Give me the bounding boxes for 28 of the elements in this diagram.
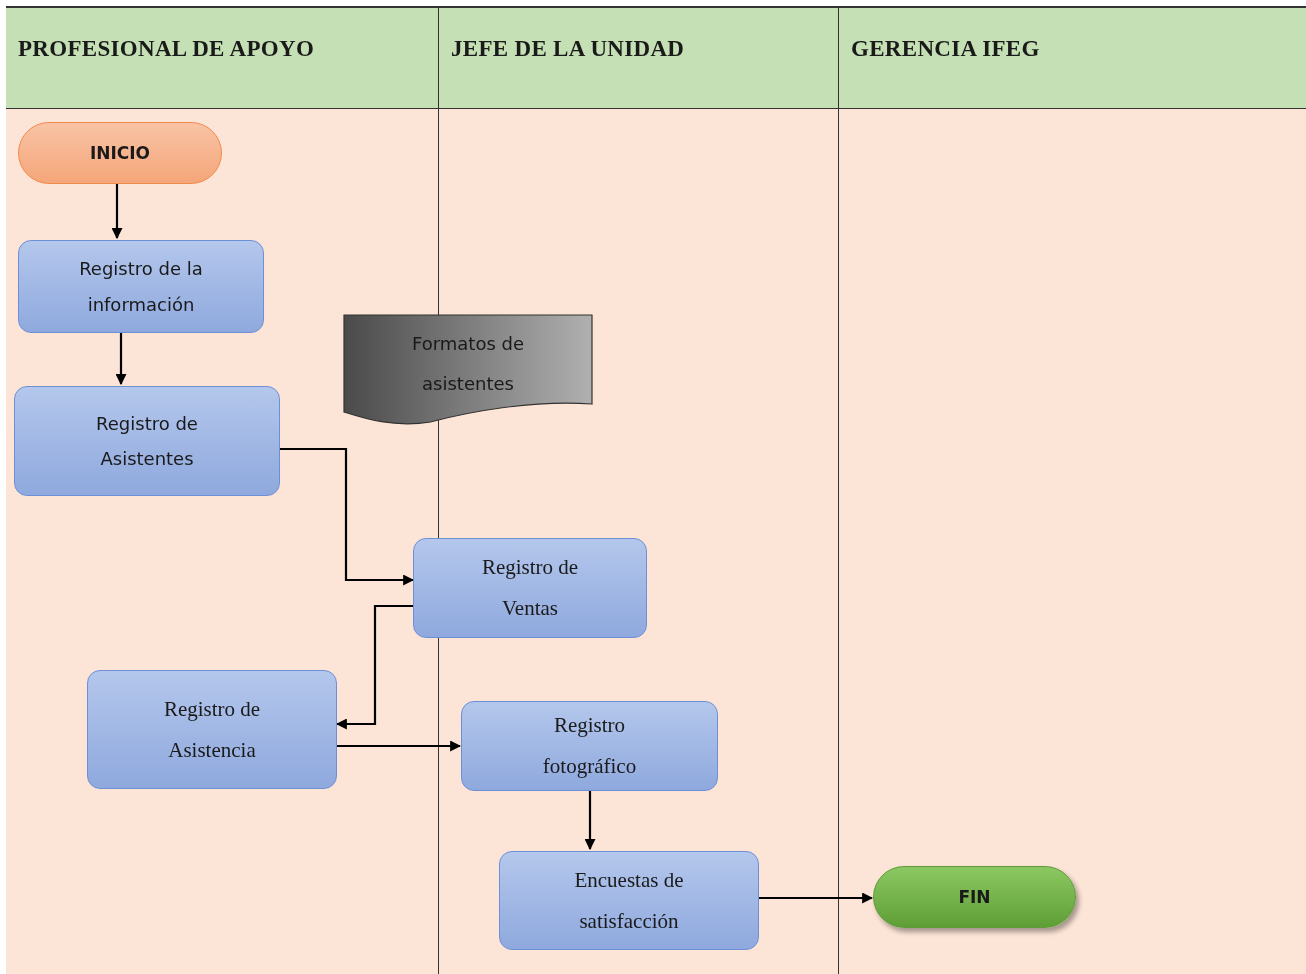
process-box	[461, 701, 718, 791]
arrow	[758, 892, 874, 904]
terminal-label: FIN	[958, 887, 991, 907]
process-label: Registro fotográfico	[541, 712, 638, 780]
end-terminal	[873, 866, 1076, 928]
arrow	[335, 604, 413, 730]
process-box	[14, 386, 280, 496]
process-box	[18, 240, 264, 333]
process-label: Registro de la información	[78, 257, 204, 317]
lane-header: PROFESIONAL DE APOYO	[6, 8, 438, 109]
swimlane	[838, 6, 1306, 974]
process-label: Registro de Ventas	[480, 554, 580, 622]
terminal-label: INICIO	[89, 143, 151, 163]
arrow	[280, 447, 415, 586]
lane-header: JEFE DE LA UNIDAD	[439, 8, 838, 109]
arrow	[111, 182, 123, 240]
arrow	[115, 331, 127, 386]
arrow	[337, 740, 462, 752]
lane-header: GERENCIA IFEG	[839, 8, 1306, 109]
arrow	[584, 789, 596, 851]
process-box	[499, 851, 759, 950]
document-shape	[343, 314, 593, 426]
process-box	[87, 670, 337, 789]
process-label: Registro de Asistencia	[162, 695, 262, 764]
process-label: Registro de Asistentes	[95, 411, 199, 471]
document-label: Formatos de asistentes	[410, 332, 525, 396]
process-label: Encuestas de satisfacción	[573, 866, 685, 935]
process-box	[413, 538, 647, 638]
